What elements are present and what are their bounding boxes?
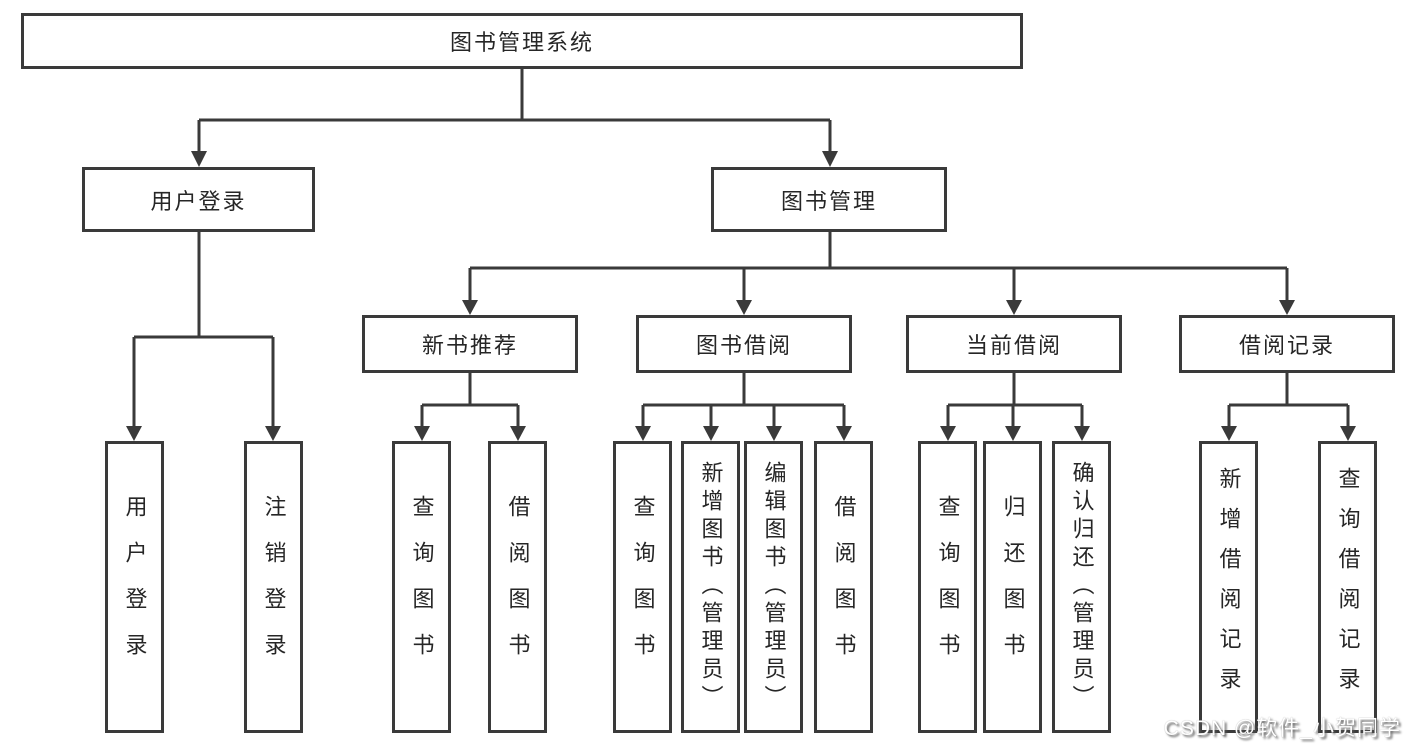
leaf-user-login: 用户登录 — [105, 441, 164, 733]
leaf-add-borrow-record: 新增借阅记录 — [1199, 441, 1258, 733]
tree-edges — [132, 69, 1350, 428]
node-current-borrow: 当前借阅 — [906, 315, 1122, 373]
node-new-book-recommend: 新书推荐 — [362, 315, 578, 373]
leaf-logout: 注销登录 — [244, 441, 303, 733]
node-current-borrow-label: 当前借阅 — [965, 333, 1062, 358]
leaf-return-books-label: 归还图书 — [1000, 495, 1026, 679]
leaf-confirm-return-admin: 确认归还（管理员） — [1052, 441, 1111, 733]
node-book-borrow-label: 图书借阅 — [695, 333, 792, 358]
node-user-login-label: 用户登录 — [150, 188, 247, 214]
leaf-edit-books-admin: 编辑图书（管理员） — [744, 441, 803, 733]
leaf-user-login-label: 用户登录 — [122, 495, 148, 679]
node-borrow-records: 借阅记录 — [1179, 315, 1395, 373]
leaf-borrow-books-recommend-label: 借阅图书 — [505, 495, 531, 679]
leaf-edit-books-admin-label: 编辑图书（管理员） — [761, 461, 787, 713]
leaf-add-books-admin-label: 新增图书（管理员） — [698, 461, 724, 713]
leaf-query-books-current: 查询图书 — [918, 441, 977, 733]
leaf-borrow-books-label: 借阅图书 — [831, 495, 857, 679]
leaf-query-books-recommend: 查询图书 — [392, 441, 451, 733]
leaf-query-borrow-record-label: 查询借阅记录 — [1335, 467, 1361, 707]
leaf-add-borrow-record-label: 新增借阅记录 — [1216, 467, 1242, 707]
leaf-logout-label: 注销登录 — [261, 495, 287, 679]
node-book-management-label: 图书管理 — [780, 188, 877, 214]
leaf-confirm-return-admin-label: 确认归还（管理员） — [1069, 461, 1095, 713]
node-book-borrow: 图书借阅 — [636, 315, 852, 373]
node-user-login: 用户登录 — [82, 167, 315, 232]
leaf-query-books-borrow-label: 查询图书 — [630, 495, 656, 679]
node-borrow-records-label: 借阅记录 — [1238, 333, 1335, 358]
node-root-label: 图书管理系统 — [449, 30, 594, 55]
node-root: 图书管理系统 — [21, 13, 1023, 69]
leaf-query-books-current-label: 查询图书 — [935, 495, 961, 679]
leaf-query-books-borrow: 查询图书 — [613, 441, 672, 733]
node-new-book-recommend-label: 新书推荐 — [421, 333, 518, 358]
arrowhead-icons — [126, 151, 1356, 441]
watermark: CSDN @软件_小贺同学 — [1163, 717, 1401, 740]
leaf-add-books-admin: 新增图书（管理员） — [681, 441, 740, 733]
leaf-borrow-books: 借阅图书 — [814, 441, 873, 733]
leaf-return-books: 归还图书 — [983, 441, 1042, 733]
node-book-management: 图书管理 — [711, 167, 947, 232]
leaf-query-borrow-record: 查询借阅记录 — [1318, 441, 1377, 733]
leaf-borrow-books-recommend: 借阅图书 — [488, 441, 547, 733]
leaf-query-books-recommend-label: 查询图书 — [409, 495, 435, 679]
